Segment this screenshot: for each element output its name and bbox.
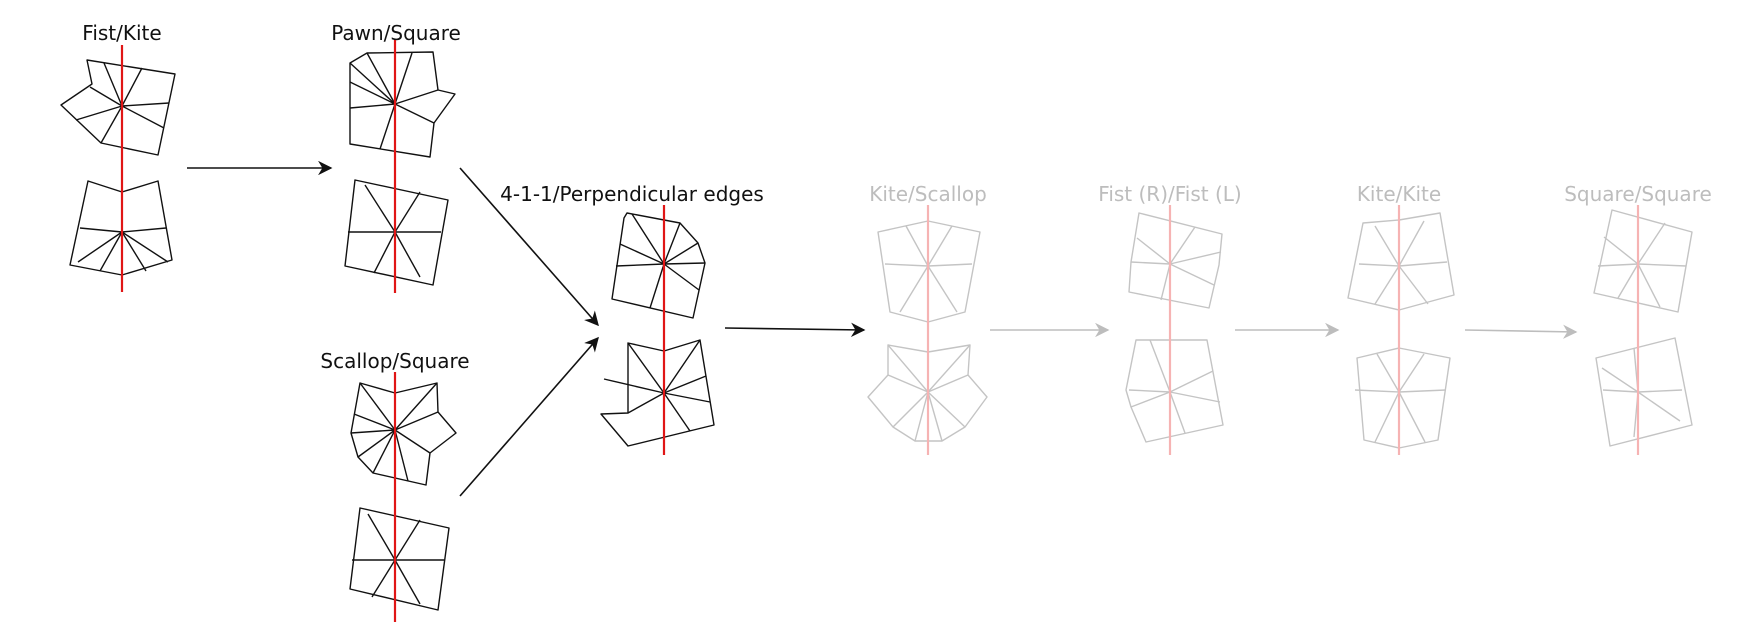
- stage-scallop-square: Scallop/Square: [320, 349, 470, 622]
- tile-square-upper: [1593, 209, 1693, 313]
- tile-scallop: [350, 382, 457, 486]
- stage-pawn-square: Pawn/Square: [331, 21, 461, 293]
- tile-scallop: [867, 344, 988, 442]
- tile-square: [344, 179, 449, 286]
- stage-label: Kite/Kite: [1357, 182, 1441, 206]
- arrow-kite-kite-to-square-square: [1464, 324, 1578, 339]
- stage-label: Kite/Scallop: [869, 182, 987, 206]
- tile-fist: [60, 59, 176, 156]
- stage-kite-kite: Kite/Kite: [1347, 182, 1455, 455]
- stage-label: Fist (R)/Fist (L): [1098, 182, 1241, 206]
- tile-fist-right: [1128, 212, 1223, 309]
- stage-fist-fist: Fist (R)/Fist (L): [1098, 182, 1242, 455]
- tile-4-1-1: [611, 212, 706, 319]
- arrow-pawn-square-to-4-1-1: [459, 167, 599, 327]
- tile-kite-lower: [1354, 347, 1451, 449]
- tile-square-lower: [1595, 337, 1693, 447]
- tile-square: [349, 507, 450, 611]
- tile-kite: [877, 220, 981, 323]
- stage-kite-scallop: Kite/Scallop: [867, 182, 988, 455]
- stage-fist-kite: Fist/Kite: [60, 21, 176, 292]
- stage-label: 4-1-1/Perpendicular edges: [500, 182, 764, 206]
- tile-fist-left: [1125, 339, 1224, 443]
- tile-pawn: [349, 51, 456, 158]
- arrow-4-1-1-to-kite-scallop: [724, 322, 866, 338]
- stage-4-1-1-perpendicular: 4-1-1/Perpendicular edges: [500, 182, 764, 455]
- tile-perpendicular-edges: [600, 339, 715, 447]
- stage-label: Square/Square: [1564, 182, 1712, 206]
- stage-label: Scallop/Square: [320, 349, 469, 373]
- stage-label: Fist/Kite: [82, 21, 161, 45]
- arrow-scallop-square-to-4-1-1: [459, 336, 599, 497]
- tile-kite-upper: [1347, 212, 1455, 311]
- stage-square-square: Square/Square: [1564, 182, 1712, 455]
